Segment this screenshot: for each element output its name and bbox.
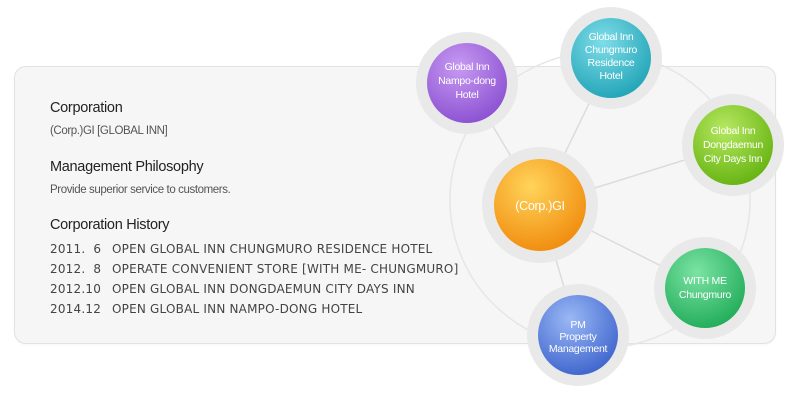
history-event: OPEN GLOBAL INN NAMPO-DONG HOTEL — [112, 302, 363, 316]
history-date: 2012.10 — [50, 282, 102, 296]
node-label-line: Property — [559, 331, 597, 343]
history-row: 2014.12 OPEN GLOBAL INN NAMPO-DONG HOTEL — [50, 302, 362, 316]
node-circle — [665, 248, 745, 328]
info-panel — [14, 66, 776, 344]
node-dongdaemun-city-days-inn: Global Inn Dongdaemun City Days Inn — [682, 94, 784, 196]
history-date: 2011. 6 — [50, 242, 102, 256]
node-label-line: Management — [549, 343, 608, 355]
node-label-line: Nampo-dong — [438, 75, 496, 87]
history-row: 2012. 8 OPERATE CONVENIENT STORE [WITH ME… — [50, 262, 458, 276]
node-label-line: Hotel — [455, 89, 478, 101]
node-circle — [538, 295, 618, 375]
node-with-me-chungmuro: WITH ME Chungmuro — [654, 237, 756, 339]
node-label-line: Global Inn — [589, 31, 634, 43]
history-event: OPEN GLOBAL INN CHUNGMURO RESIDENCE HOTE… — [112, 242, 433, 256]
history-date: 2012. 8 — [50, 262, 102, 276]
node-label-line: PM — [570, 319, 585, 331]
node-label-line: Hotel — [599, 70, 622, 82]
philosophy-heading: Management Philosophy — [50, 159, 204, 175]
node-label-line: Chungmuro — [585, 44, 638, 56]
history-row: 2011. 6 OPEN GLOBAL INN CHUNGMURO RESIDEN… — [50, 242, 432, 256]
history-heading: Corporation History — [50, 217, 170, 233]
node-label-line: Dongdaemun — [703, 139, 764, 151]
philosophy-text: Provide superior service to customers. — [50, 184, 231, 196]
node-circle — [693, 105, 773, 185]
node-circle — [427, 43, 507, 123]
corporation-name: (Corp.)GI [GLOBAL INN] — [50, 125, 168, 137]
node-circle — [494, 159, 586, 251]
node-label-line: Global Inn — [445, 61, 490, 73]
node-nampo-dong-hotel: Global Inn Nampo-dong Hotel — [416, 32, 518, 134]
history-event: OPERATE CONVENIENT STORE [WITH ME- CHUNG… — [112, 262, 459, 276]
node-property-management: PM Property Management — [527, 284, 629, 386]
node-label-line: City Days Inn — [704, 153, 763, 165]
history-date: 2014.12 — [50, 302, 102, 316]
node-center-corp-gi: (Corp.)GI — [482, 147, 598, 263]
history-event: OPEN GLOBAL INN DONGDAEMUN CITY DAYS INN — [112, 282, 415, 296]
node-label-line: WITH ME — [683, 275, 727, 287]
node-label-line: Global Inn — [711, 125, 756, 137]
node-label-line: Residence — [588, 57, 635, 69]
center-label: (Corp.)GI — [515, 199, 564, 213]
node-chungmuro-residence-hotel: Global Inn Chungmuro Residence Hotel — [560, 7, 662, 109]
node-circle — [571, 18, 651, 98]
node-label-line: Chungmuro — [679, 289, 732, 301]
history-row: 2012.10 OPEN GLOBAL INN DONGDAEMUN CITY D… — [50, 282, 415, 296]
corporation-heading: Corporation — [50, 100, 123, 116]
